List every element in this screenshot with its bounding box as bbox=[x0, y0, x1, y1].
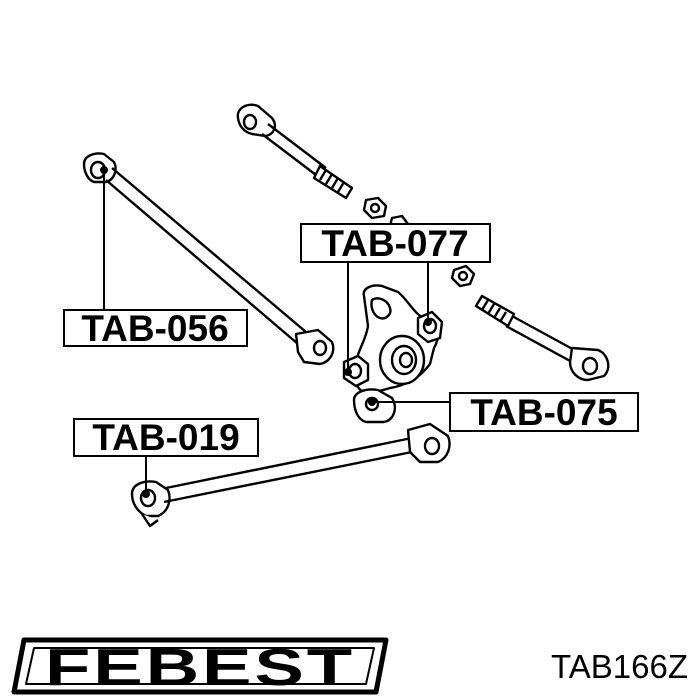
callout-label-tab-077: TAB-077 bbox=[321, 223, 468, 264]
callout-tab-075: TAB-075 bbox=[449, 392, 639, 433]
leader-lines bbox=[100, 166, 450, 498]
callout-label-tab-019: TAB-019 bbox=[92, 417, 239, 458]
lateral-rod bbox=[130, 422, 451, 528]
brand-logo-text: FEBEST bbox=[45, 639, 355, 697]
knuckle bbox=[342, 284, 444, 424]
callout-tab-019: TAB-019 bbox=[73, 417, 259, 458]
lower-adjustable-link bbox=[474, 294, 610, 382]
part-code: TAB166Z bbox=[551, 648, 688, 685]
callout-tab-056: TAB-056 bbox=[63, 308, 248, 349]
brand-logo: FEBEST bbox=[11, 637, 389, 697]
callout-label-tab-075: TAB-075 bbox=[470, 392, 617, 433]
callout-label-tab-056: TAB-056 bbox=[81, 308, 228, 349]
trailing-arm bbox=[82, 152, 335, 366]
callout-tab-077: TAB-077 bbox=[300, 223, 491, 264]
upper-adjustable-link bbox=[236, 103, 476, 288]
